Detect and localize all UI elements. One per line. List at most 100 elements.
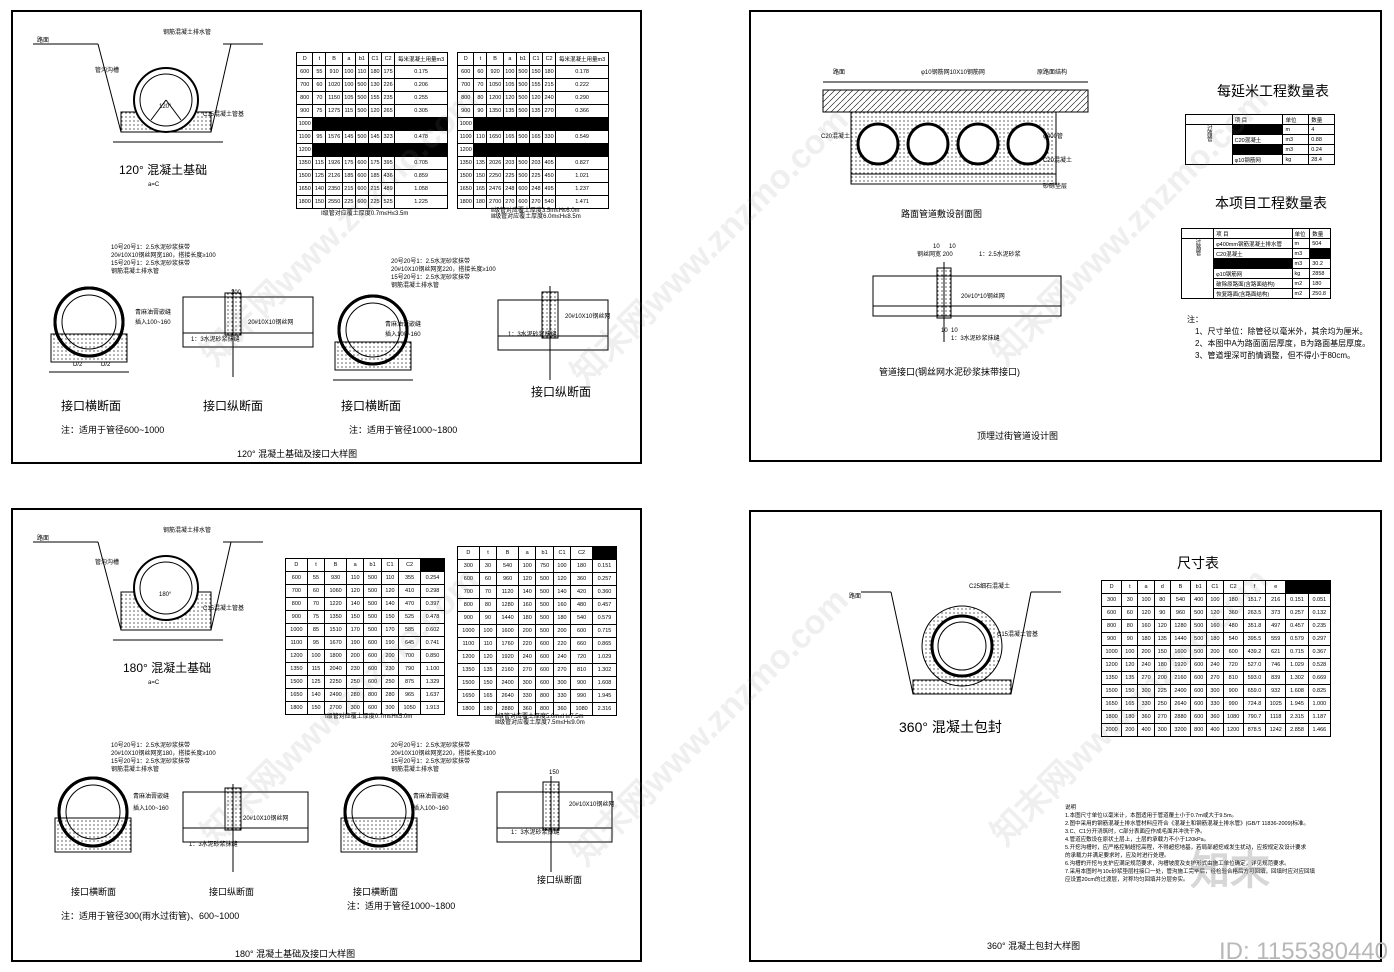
- table-cell: 145: [367, 130, 383, 144]
- table-cell: 1242: [1265, 723, 1287, 737]
- table-cell: 175: [381, 65, 396, 79]
- table-cell: 1118: [1265, 710, 1287, 724]
- table-cell: 60: [473, 65, 488, 79]
- table-header-cell: t: [312, 52, 327, 66]
- gravel-label: 砂砾垫层: [1043, 184, 1068, 190]
- dim-10a: 10: [933, 244, 940, 250]
- qty-cell: 0.24: [1308, 144, 1335, 155]
- table-cell: 280: [345, 688, 365, 702]
- table-cell: 720: [570, 650, 593, 664]
- insert-label-3: 插入100~160: [133, 806, 169, 812]
- table-cell: 2490: [324, 688, 347, 702]
- dim-10d: 10: [951, 328, 958, 334]
- table-cell: 110: [473, 130, 488, 144]
- table-cell: 1.329: [419, 675, 446, 689]
- table-cell: 1.029: [1285, 658, 1309, 672]
- table-cell: 660: [570, 637, 593, 651]
- table-cell: [325, 117, 343, 131]
- table-cell: 900: [1100, 632, 1123, 646]
- table-cell: 1800: [295, 195, 314, 209]
- table-cell: 1200: [1222, 723, 1244, 737]
- trench-label-3: 管沟沟槽: [95, 560, 120, 566]
- long-caption-3: 接口纵断面: [209, 887, 255, 897]
- table-cell: [502, 117, 517, 131]
- table-cell: 400: [1137, 723, 1155, 737]
- table-cell: 800: [363, 688, 382, 702]
- table-cell: 0.290: [555, 91, 609, 105]
- qty-side-cell: 过路管: [1185, 124, 1233, 165]
- table-cell: 190: [345, 636, 365, 650]
- qty-header-cell: [1185, 114, 1233, 125]
- qty1-title: 每延米工程数量表: [1217, 83, 1329, 99]
- table-header-cell: a: [341, 52, 356, 66]
- qty-cell: m: [1282, 124, 1310, 135]
- table-cell: 0.478: [419, 610, 446, 624]
- long-caption-1: 接口纵断面: [203, 399, 264, 413]
- mesh-width-label: 钢丝网宽 200: [917, 252, 953, 258]
- table-header-cell: b1: [1190, 580, 1208, 594]
- c20-label: C20混凝土: [821, 134, 851, 140]
- table-cell: 700: [295, 78, 314, 92]
- table-cell: 1440: [1169, 632, 1192, 646]
- table-cell: 120: [478, 650, 498, 664]
- table-cell: [354, 117, 369, 131]
- table-cell: 125: [312, 169, 327, 183]
- table-cell: 600: [363, 662, 382, 676]
- table-cell: 500: [535, 572, 554, 586]
- table-cell: 55: [312, 65, 327, 79]
- gasket-label-4: 青麻油膏嵌缝: [413, 794, 450, 800]
- qty-cell: 28.4: [1308, 154, 1335, 165]
- table-cell: 410: [398, 584, 421, 598]
- qty-cell: 恢复路面(含路面结构): [1213, 288, 1293, 299]
- table-cell: 800: [456, 91, 475, 105]
- table-cell: 839: [1265, 671, 1287, 685]
- table-cell: 160: [1137, 619, 1155, 633]
- table-cell: 1200: [295, 143, 314, 157]
- road-label: 路面: [37, 38, 50, 44]
- table-row: 1000: [295, 117, 448, 131]
- table-cell: 1275: [325, 104, 343, 118]
- table-cell: 960: [496, 572, 519, 586]
- table-header-cell: [591, 546, 618, 560]
- table-header-cell: B: [325, 52, 343, 66]
- sheet3-title: 180° 混凝土基础及接口大样图: [235, 949, 356, 959]
- table-cell: 700: [398, 649, 421, 663]
- table-header-cell: D: [457, 546, 480, 560]
- qty-cell: kg: [1282, 154, 1310, 165]
- table-header-cell: t: [478, 546, 498, 560]
- dim-150: 150: [549, 770, 560, 776]
- table-cell: 600: [1190, 684, 1208, 698]
- table-cell: 200: [1137, 645, 1155, 659]
- table-row: 1200: [456, 143, 609, 157]
- table-cell: 120: [1153, 619, 1171, 633]
- qty-side-cell: 过路管: [1180, 238, 1215, 299]
- base-caption: 120° 混凝土基础: [119, 163, 208, 177]
- base-label: C15混凝土管基: [203, 112, 245, 118]
- table-cell: 600: [1100, 606, 1123, 620]
- table-cell: 165: [478, 689, 498, 703]
- table-cell: 250: [380, 675, 400, 689]
- table-cell: 265: [381, 104, 396, 118]
- table-cell: 0.051: [1307, 593, 1332, 607]
- table-cell: 90: [1153, 606, 1171, 620]
- table-cell: [473, 143, 488, 157]
- table-cell: 180: [552, 611, 572, 625]
- table-cell: 1800: [457, 702, 480, 716]
- table-cell: 115: [312, 156, 327, 170]
- table-cell: 100: [1137, 593, 1155, 607]
- table-cell: 395: [381, 156, 396, 170]
